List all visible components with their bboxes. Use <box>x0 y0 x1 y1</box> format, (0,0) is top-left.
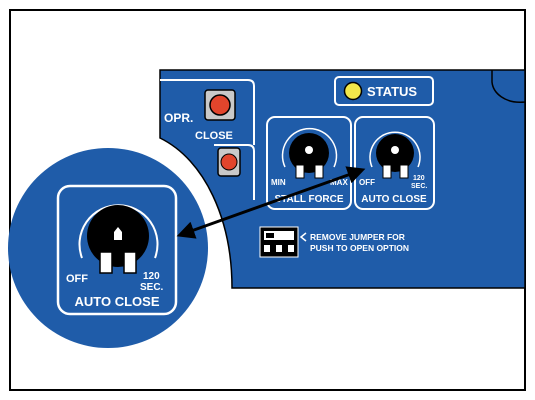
status-indicator-frame <box>334 76 434 106</box>
callout-frame <box>56 184 178 316</box>
push-button-icon <box>209 94 231 116</box>
double-arrow-icon <box>176 166 366 239</box>
auto-close-frame <box>354 116 435 210</box>
led-icon <box>343 81 363 101</box>
opr-label: OPR. <box>164 111 193 125</box>
board-max-value: 120 <box>413 175 425 182</box>
stall-min-label: MIN <box>271 178 286 187</box>
callout-pot <box>78 204 159 274</box>
jumper-note-line1: REMOVE JUMPER FOR <box>310 232 405 242</box>
board-off-label: OFF <box>359 178 375 187</box>
close-label: CLOSE <box>195 130 233 142</box>
auto-close-label: AUTO CLOSE <box>361 194 427 205</box>
callout-max-value: 120 <box>143 271 160 282</box>
callout-max-unit: SEC. <box>140 282 164 293</box>
magnified-callout: OFF 120 SEC. AUTO CLOSE <box>8 148 208 348</box>
lower-button-frame <box>214 144 255 200</box>
jumper-note-line2: PUSH TO OPEN OPTION <box>310 243 409 253</box>
push-button-icon <box>220 153 238 171</box>
status-label: STATUS <box>367 84 417 99</box>
opr-button-frame <box>160 79 255 145</box>
jumper-icon <box>259 226 299 258</box>
board-max-unit: SEC. <box>411 183 427 190</box>
callout-off-label: OFF <box>66 273 88 285</box>
auto-close-pot <box>369 131 421 179</box>
callout-label: AUTO CLOSE <box>75 294 160 309</box>
stall-force-label: STALL FORCE <box>274 194 343 205</box>
